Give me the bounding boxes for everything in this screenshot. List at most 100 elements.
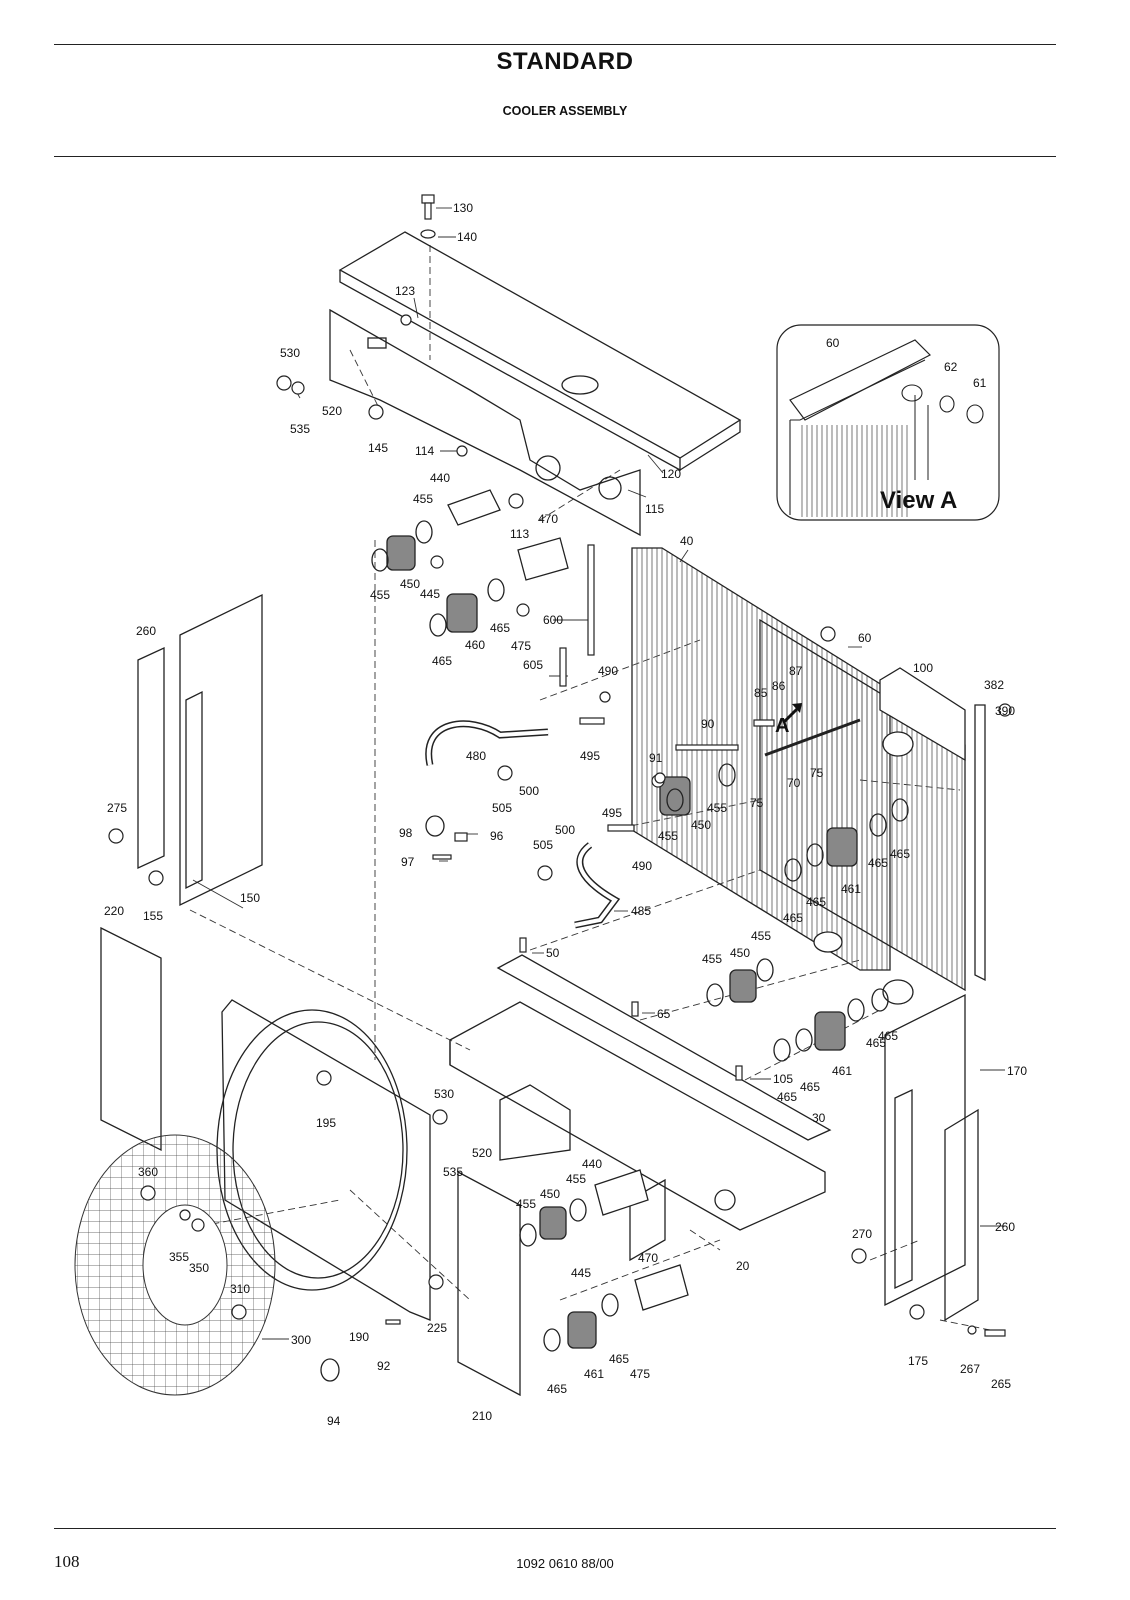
callout-label: 455: [413, 492, 433, 506]
callout-label: 475: [630, 1367, 650, 1381]
callout-label: 225: [427, 1321, 447, 1335]
callout-label: 495: [580, 749, 600, 763]
callout-label: 65: [657, 1007, 671, 1021]
callout-label: 100: [913, 661, 933, 675]
callout-label: 461: [841, 882, 861, 896]
callout-label: 382: [984, 678, 1004, 692]
callout-label: 220: [104, 904, 124, 918]
callout-label: 75: [750, 796, 764, 810]
callout-label: 155: [143, 909, 163, 923]
view-a-caption: View A: [880, 487, 957, 514]
callout-label: 90: [701, 717, 715, 731]
pipes-and-hoses: [386, 489, 861, 1349]
footer-rule: [54, 1528, 1056, 1529]
callout-label: 490: [598, 664, 618, 678]
callout-label: 465: [806, 895, 826, 909]
callout-label: 465: [878, 1029, 898, 1043]
callout-label: 505: [492, 801, 512, 815]
callout-label: 450: [540, 1187, 560, 1201]
fasteners: [108, 194, 1012, 1337]
callout-label: 455: [516, 1197, 536, 1211]
callout-label: 470: [638, 1251, 658, 1265]
callout-label: 465: [432, 654, 452, 668]
callout-label: 130: [453, 201, 473, 215]
callout-label: 605: [523, 658, 543, 672]
callout-label: 455: [370, 588, 390, 602]
callout-label: 61: [973, 376, 987, 390]
callout-label: 350: [189, 1261, 209, 1275]
callout-label: 150: [240, 891, 260, 905]
callout-label: 470: [538, 512, 558, 526]
callout-label: 465: [609, 1352, 629, 1366]
callout-label: 465: [890, 847, 910, 861]
callout-label: 265: [991, 1377, 1011, 1391]
callout-label: 500: [519, 784, 539, 798]
callout-label: 190: [349, 1330, 369, 1344]
callout-label: 210: [472, 1409, 492, 1423]
callout-label: 60: [826, 336, 840, 350]
callout-label: 535: [290, 422, 310, 436]
page-title: STANDARD: [496, 48, 634, 75]
callout-label: 195: [316, 1116, 336, 1130]
callout-label: 450: [691, 818, 711, 832]
callout-label: 114: [415, 444, 434, 458]
callout-label: 520: [472, 1146, 492, 1160]
callout-label: 445: [420, 587, 440, 601]
callout-label: 461: [832, 1064, 852, 1078]
callout-label: 170: [1007, 1064, 1027, 1078]
right-side-panels: [884, 704, 986, 1322]
callout-label: 113: [510, 527, 529, 541]
callout-label: 520: [322, 404, 342, 418]
callout-label: 475: [511, 639, 531, 653]
callout-label: 455: [566, 1172, 586, 1186]
callout-label: 495: [602, 806, 622, 820]
callout-label: 115: [645, 502, 664, 516]
view-a-inset: View A 60 62 61: [776, 324, 1000, 521]
callout-label: 455: [702, 952, 722, 966]
callout-label: 310: [230, 1282, 250, 1296]
callout-label: 85: [754, 686, 768, 700]
callout-label: 275: [107, 801, 127, 815]
callout-label: 270: [852, 1227, 872, 1241]
callout-label: 92: [377, 1359, 391, 1373]
side-panels-left: [100, 593, 263, 1152]
callout-label: 505: [533, 838, 553, 852]
header-top-rule: [54, 44, 1056, 45]
callout-label: 97: [401, 855, 415, 869]
callout-label: 123: [395, 284, 415, 298]
callout-label: 70: [787, 776, 801, 790]
base-frame: [449, 954, 832, 1262]
callout-label: 490: [632, 859, 652, 873]
top-cover-plate: [338, 231, 742, 472]
callout-label: 530: [280, 346, 300, 360]
callout-label: 465: [490, 621, 510, 635]
header-bottom-rule: [54, 156, 1056, 157]
page-subtitle: COOLER ASSEMBLY: [502, 104, 628, 118]
callout-label: 455: [658, 829, 678, 843]
callout-label: 120: [661, 467, 681, 481]
view-a-marker: A: [775, 703, 802, 737]
callout-label: 455: [751, 929, 771, 943]
hose-clamps: [320, 520, 909, 1382]
callout-label: 500: [555, 823, 575, 837]
callout-label: 440: [430, 471, 450, 485]
callout-label: 455: [707, 801, 727, 815]
view-a-marker-label: A: [775, 715, 789, 737]
callout-label: 96: [490, 829, 504, 843]
callout-label: 20: [736, 1259, 750, 1273]
document-number: 1092 0610 88/00: [516, 1556, 614, 1571]
callout-label: 260: [995, 1220, 1015, 1234]
callout-label: 465: [800, 1080, 820, 1094]
lower-panel: [457, 1170, 521, 1397]
page-number: 108: [54, 1552, 80, 1571]
callout-label: 461: [584, 1367, 604, 1381]
callout-label: 75: [810, 766, 824, 780]
callout-label: 450: [730, 946, 750, 960]
callout-label: 62: [944, 360, 958, 374]
callout-label: 465: [783, 911, 803, 925]
callout-label: 355: [169, 1250, 189, 1264]
callout-label: 175: [908, 1354, 928, 1368]
callout-label: 260: [136, 624, 156, 638]
callout-label: 87: [789, 664, 803, 678]
